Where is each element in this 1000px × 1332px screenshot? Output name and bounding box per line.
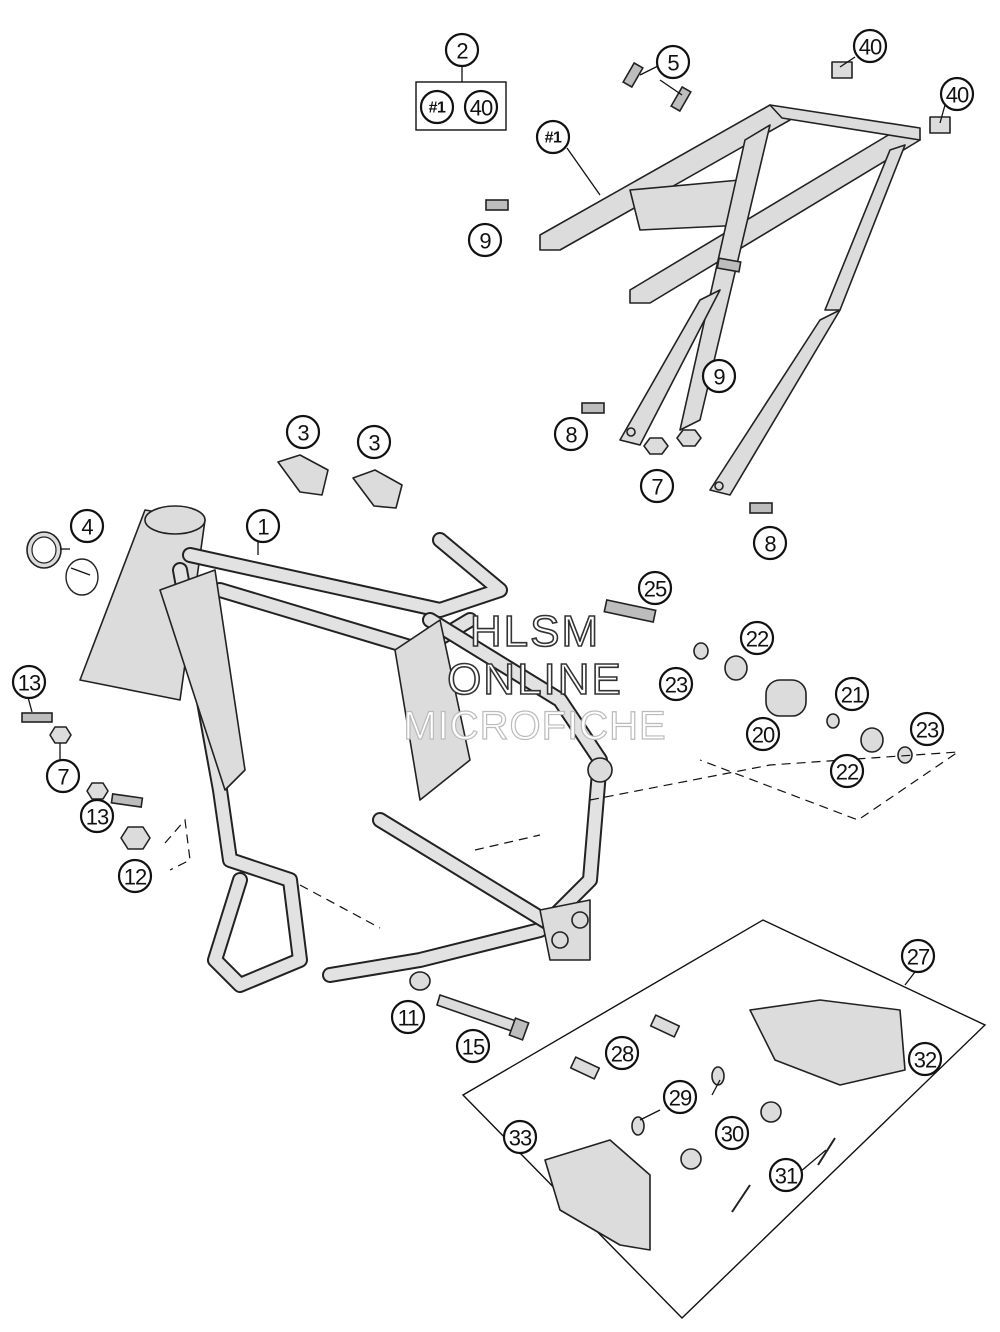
- callout-25: 25: [637, 570, 673, 606]
- svg-text:28: 28: [611, 1042, 634, 1067]
- callout-27: 27: [900, 938, 936, 974]
- callout-3-left: 3: [285, 414, 321, 450]
- svg-text:25: 25: [644, 577, 667, 602]
- svg-text:22: 22: [746, 627, 769, 652]
- svg-text:8: 8: [764, 532, 776, 557]
- callout-2: 2: [444, 32, 480, 68]
- callout-1-frame: 1: [245, 508, 281, 544]
- callout-40-right: 40: [939, 76, 975, 112]
- svg-text:3: 3: [297, 421, 309, 446]
- svg-text:15: 15: [462, 1035, 485, 1060]
- callout-8-left: 8: [553, 416, 589, 452]
- svg-text:30: 30: [721, 1122, 744, 1147]
- bolts-and-nuts-subframe: [485, 61, 951, 514]
- svg-text:8: 8: [565, 423, 577, 448]
- svg-text:7: 7: [57, 765, 69, 790]
- svg-text:23: 23: [916, 718, 939, 743]
- footrest-kit: [461, 919, 987, 1319]
- callout-23-left: 23: [658, 666, 694, 702]
- callout-29: 29: [662, 1079, 698, 1115]
- callout-20: 20: [745, 716, 781, 752]
- callout-7-subframe: 7: [639, 468, 675, 504]
- callout-40-top: 40: [852, 28, 888, 64]
- svg-text:23: 23: [665, 673, 688, 698]
- svg-text:27: 27: [907, 945, 930, 970]
- svg-text:29: 29: [669, 1086, 692, 1111]
- callout-15: 15: [455, 1028, 491, 1064]
- svg-text:#1: #1: [429, 100, 446, 117]
- svg-text:40: 40: [470, 96, 493, 121]
- callout-32: 32: [907, 1041, 943, 1077]
- svg-text:9: 9: [479, 229, 491, 254]
- svg-text:#1: #1: [545, 130, 562, 147]
- svg-text:9: 9: [713, 365, 725, 390]
- callout-13-top: 13: [11, 664, 47, 700]
- svg-text:40: 40: [859, 35, 882, 60]
- callout-23-right: 23: [909, 711, 945, 747]
- svg-text:4: 4: [81, 515, 93, 540]
- svg-text:12: 12: [124, 865, 147, 890]
- callouts: 2 #1 40 5 40 40 #1 9 9 8 7 8 3 3 4 1 25 …: [11, 28, 975, 1193]
- callout-22-top: 22: [739, 620, 775, 656]
- svg-text:1: 1: [257, 515, 269, 540]
- callout-7-frame: 7: [45, 758, 81, 794]
- callout-9-left: 9: [467, 222, 503, 258]
- steering-head-rings: [26, 531, 99, 596]
- callout-22-bottom: 22: [829, 753, 865, 789]
- svg-text:13: 13: [18, 671, 41, 696]
- svg-text:3: 3: [368, 431, 380, 456]
- frame-hardware-left: [21, 712, 151, 850]
- svg-text:20: 20: [752, 723, 775, 748]
- callout-9-right: 9: [701, 358, 737, 394]
- callout-4: 4: [69, 508, 105, 544]
- callout-5: 5: [655, 44, 691, 80]
- callout-33: 33: [502, 1119, 538, 1155]
- callout-28: 28: [604, 1035, 640, 1071]
- svg-text:31: 31: [775, 1164, 798, 1189]
- svg-text:11: 11: [398, 1006, 420, 1031]
- callout-21: 21: [834, 676, 870, 712]
- main-frame: [79, 505, 613, 993]
- svg-text:33: 33: [509, 1126, 532, 1151]
- subframe: [539, 104, 921, 496]
- callout-11: 11: [390, 999, 426, 1035]
- svg-text:13: 13: [86, 805, 109, 830]
- svg-text:22: 22: [836, 760, 859, 785]
- swingarm-bushing-parts: [603, 598, 913, 764]
- svg-text:5: 5: [667, 51, 679, 76]
- callout-13-bottom: 13: [79, 798, 115, 834]
- callout-1-subframe: #1: [535, 119, 571, 155]
- callout-3-right: 3: [356, 424, 392, 460]
- callout-31: 31: [768, 1157, 804, 1193]
- svg-text:2: 2: [456, 39, 468, 64]
- callout-30: 30: [714, 1115, 750, 1151]
- callout-1-in-kit: #1: [419, 89, 455, 125]
- callout-12: 12: [117, 858, 153, 894]
- svg-text:40: 40: [946, 83, 969, 108]
- tank-pads: [277, 454, 403, 509]
- callout-8-right: 8: [752, 525, 788, 561]
- callout-40-in-kit: 40: [463, 89, 499, 125]
- svg-text:32: 32: [914, 1048, 937, 1073]
- swingarm-bolt: [409, 971, 530, 1041]
- svg-text:7: 7: [651, 475, 663, 500]
- svg-text:21: 21: [841, 683, 864, 708]
